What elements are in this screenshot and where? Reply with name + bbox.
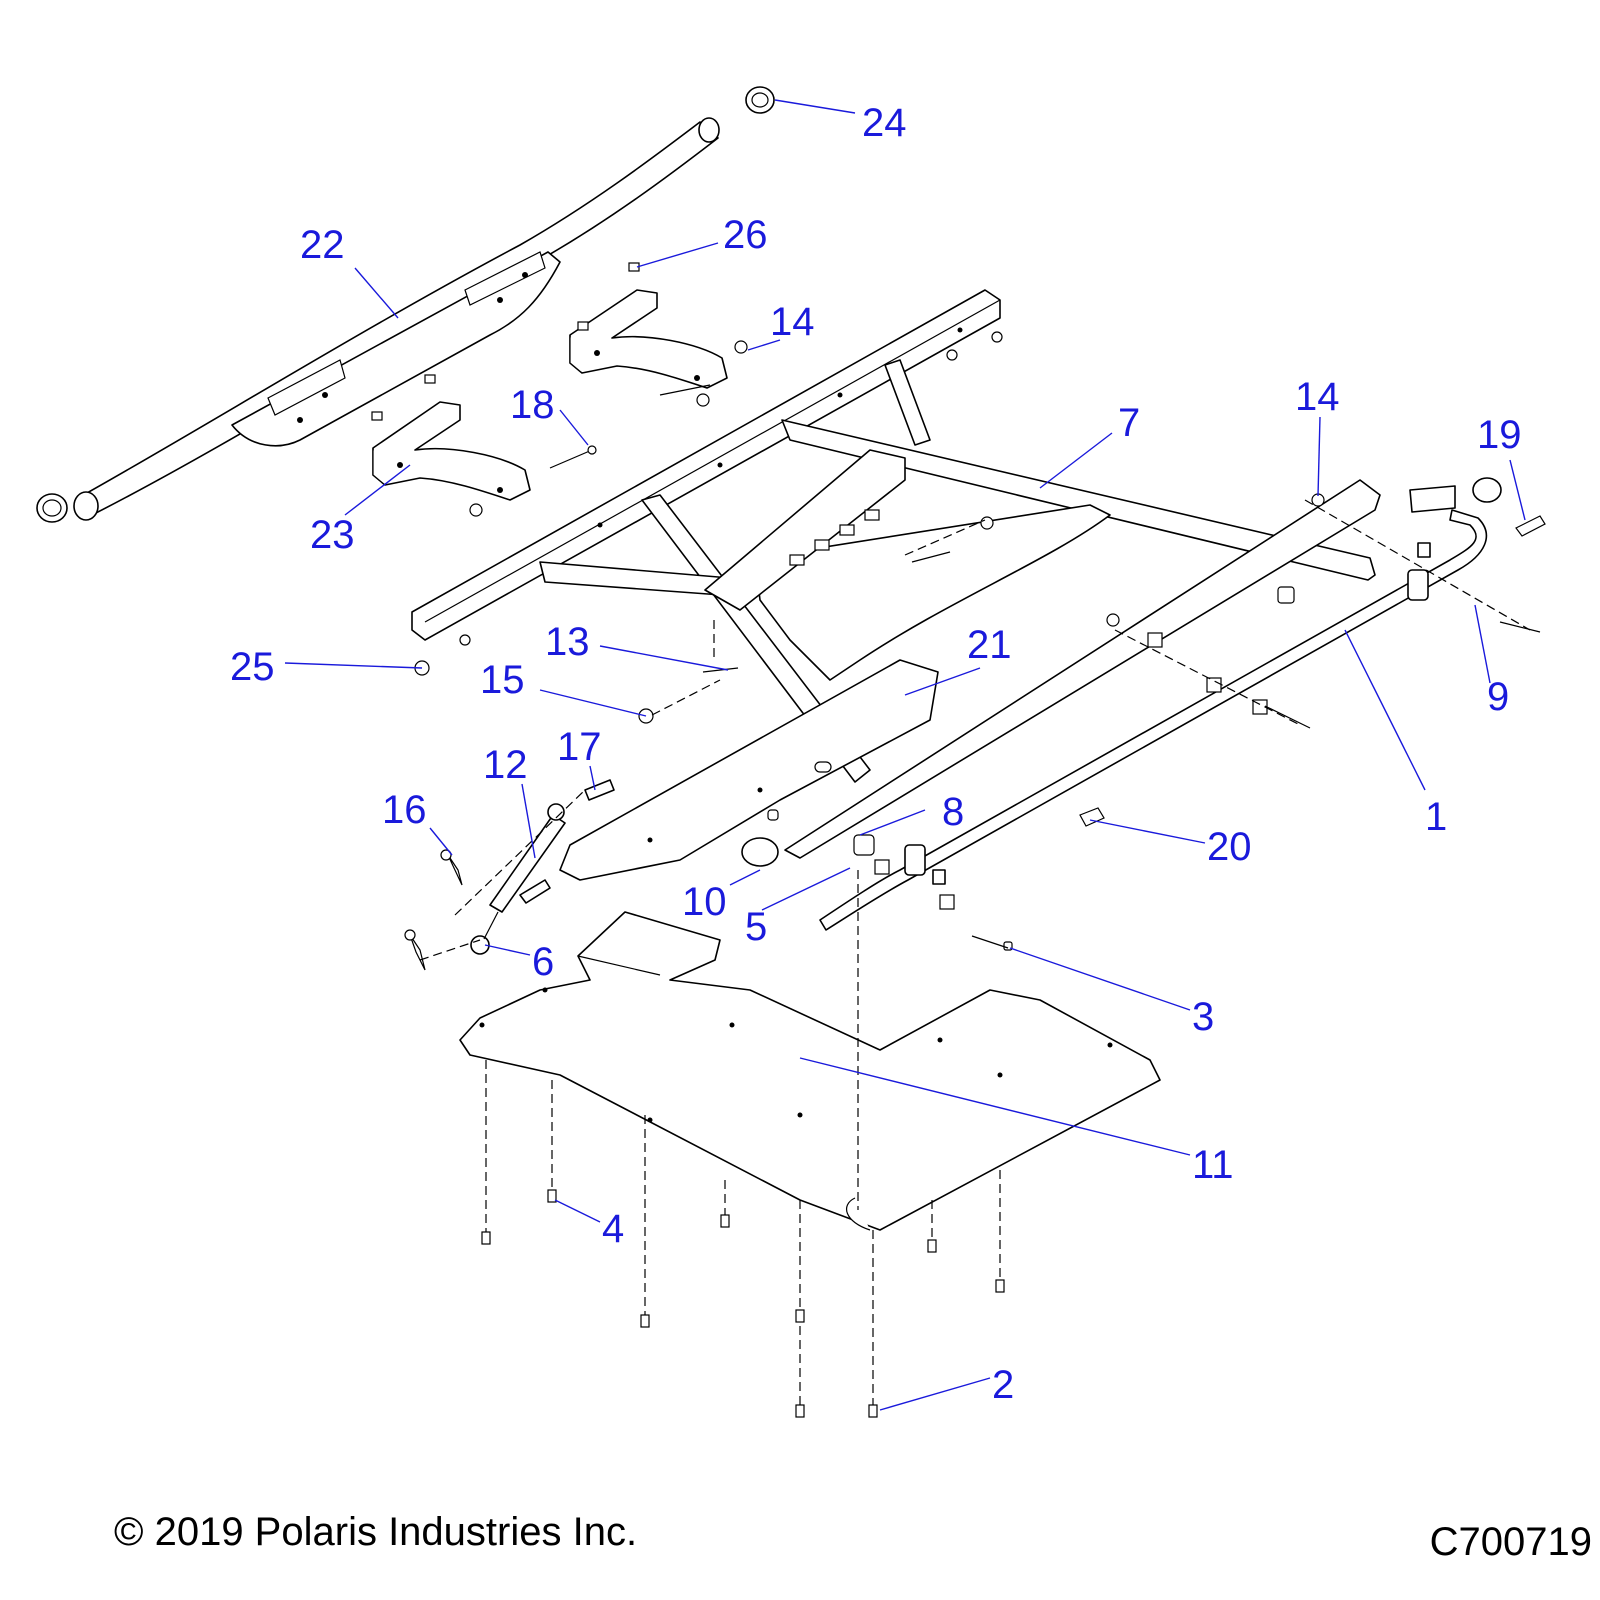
- skid-plate: [459, 911, 1161, 1231]
- callouts: 1 2 3 4 5 6 7 8 9 10 11 12 13 14 14 15 1…: [230, 101, 1522, 1407]
- callout-9: 9: [1487, 675, 1509, 719]
- gas-strut: [470, 779, 615, 955]
- callout-21: 21: [967, 623, 1012, 667]
- callout-13: 13: [545, 620, 590, 664]
- callout-23: 23: [310, 513, 355, 557]
- callout-4: 4: [602, 1207, 624, 1251]
- callout-3: 3: [1192, 995, 1214, 1039]
- main-frame: [411, 289, 1381, 859]
- diagram-code: C700719: [1429, 1520, 1592, 1564]
- callout-8: 8: [942, 790, 964, 834]
- callout-18: 18: [510, 383, 555, 427]
- end-cap-top: [745, 86, 775, 114]
- callout-16: 16: [382, 788, 427, 832]
- callout-15: 15: [480, 658, 525, 702]
- screws-row: [481, 1189, 1005, 1418]
- callout-2: 2: [992, 1363, 1014, 1407]
- callout-5: 5: [745, 905, 767, 949]
- bumper-tube: [73, 117, 720, 521]
- callout-6: 6: [532, 940, 554, 984]
- callout-24: 24: [862, 101, 907, 145]
- floor-panel: [559, 659, 939, 881]
- callout-14a: 14: [770, 300, 815, 344]
- callout-26: 26: [723, 213, 768, 257]
- callout-19: 19: [1477, 413, 1522, 457]
- callout-11: 11: [1192, 1143, 1234, 1187]
- callout-1: 1: [1425, 795, 1447, 839]
- end-cap-left: [36, 493, 68, 523]
- assembly-lines: [419, 499, 1531, 1405]
- leader-lines: [284, 99, 1526, 1411]
- callout-25: 25: [230, 645, 275, 689]
- bracket-upper: [569, 289, 728, 389]
- callout-12: 12: [483, 743, 528, 787]
- sway-bar: [741, 477, 1502, 931]
- bracket-hardware: [371, 262, 748, 517]
- callout-17: 17: [557, 725, 602, 769]
- bracket-lower: [372, 401, 531, 501]
- callout-7: 7: [1118, 401, 1140, 445]
- callout-14b: 14: [1295, 375, 1340, 419]
- callout-22: 22: [300, 223, 345, 267]
- callout-20: 20: [1207, 825, 1252, 869]
- callout-10: 10: [682, 880, 727, 924]
- small-hardware: [404, 331, 1546, 971]
- copyright-notice: © 2019 Polaris Industries Inc.: [114, 1510, 638, 1554]
